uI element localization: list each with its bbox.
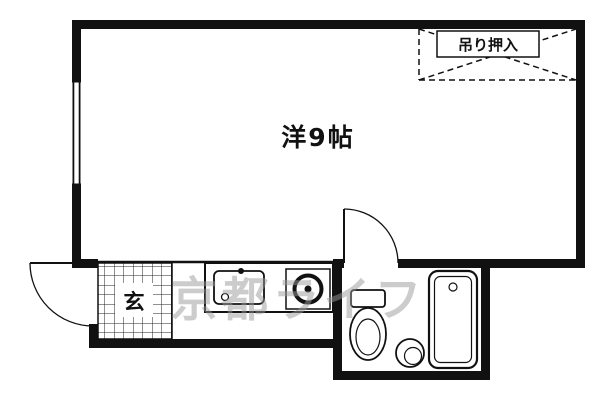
bathroom-door-arc: [343, 208, 399, 264]
wall-bathroom-bottom: [333, 371, 490, 380]
wall-bathroom-left: [333, 259, 342, 380]
window-cap-bottom: [72, 183, 81, 186]
wall-genkan-stub: [89, 324, 98, 348]
bathroom-sink-inner: [403, 346, 423, 366]
wall-top: [74, 20, 585, 29]
wall-bathroom-right: [481, 259, 490, 380]
walls: [72, 20, 585, 380]
window-cap-top: [72, 80, 81, 83]
stove-burner-center: [304, 285, 312, 293]
entrance-door-arc: [29, 262, 94, 327]
wall-strip-bottom: [89, 339, 341, 348]
room-size-label: 洋9帖: [281, 123, 354, 152]
window-left: [72, 80, 81, 186]
wall-left-lower: [72, 186, 81, 268]
wall-bottom-right: [398, 259, 585, 268]
sink-drain: [220, 292, 230, 302]
toilet-tank: [350, 289, 386, 308]
bathtub-drain: [448, 282, 458, 292]
bathroom: [349, 269, 479, 370]
sink-faucet: [238, 268, 244, 274]
window-pane-line-inner: [78, 80, 81, 186]
genkan-label-box: [115, 283, 153, 317]
toilet-bowl-inner: [355, 318, 381, 356]
kitchen-counter: [204, 262, 334, 313]
wall-right: [576, 20, 585, 268]
watermark: 京都ライフ: [171, 273, 426, 328]
wall-left-upper: [72, 20, 81, 80]
genkan-area: 玄: [97, 262, 173, 340]
bathroom-door: [343, 208, 399, 264]
closet-label: 吊り押入: [458, 36, 518, 54]
closet-label-box: [436, 30, 540, 58]
entrance-door: [29, 262, 94, 327]
window-pane-line-outer: [72, 80, 75, 186]
hanging-closet: 吊り押入: [418, 28, 577, 81]
entrance-label: 玄: [124, 290, 145, 314]
stove-burner-ring: [292, 273, 324, 305]
bathtub-inner: [433, 275, 473, 364]
